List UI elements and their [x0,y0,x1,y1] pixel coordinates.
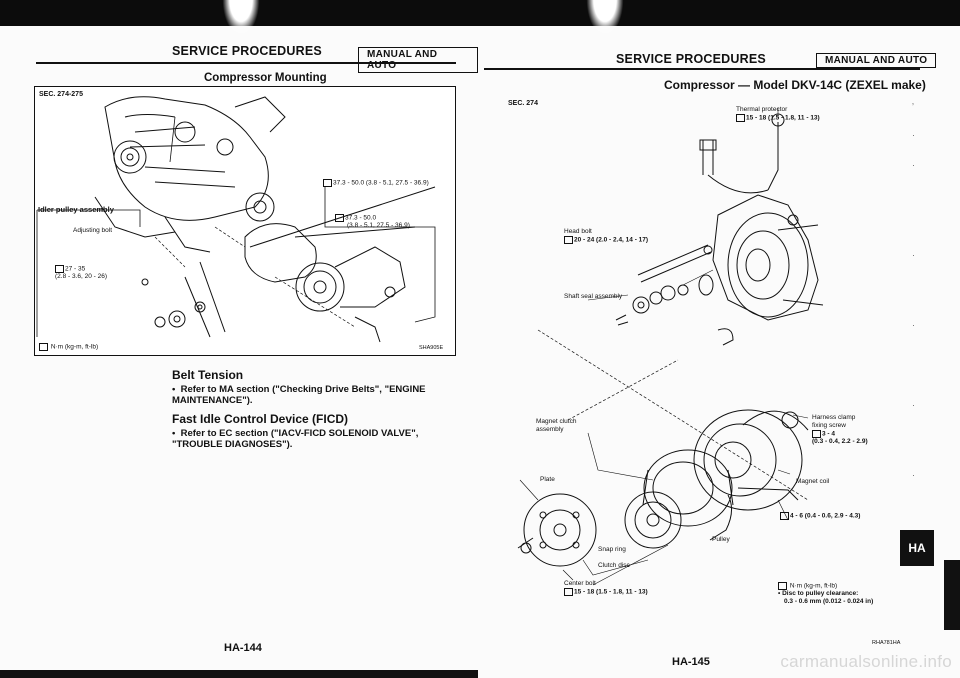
top-hole-left [220,0,262,40]
torque-icon [335,214,344,222]
torque-icon [39,343,48,351]
clearance-label: • Disc to pulley clearance: [778,590,859,597]
harness-torque-values: (0.3 - 0.4, 2.2 - 2.9) [812,438,868,445]
thermal-protector-label: Thermal protector [736,106,788,113]
harness-torque: 3 - 4 [812,430,835,439]
center-bolt-torque: 15 - 18 (1.5 - 1.8, 11 - 13) [564,588,648,597]
edge-mark: · [912,160,915,170]
torque-icon [564,236,573,244]
top-hole-right [584,0,626,40]
ha-section-tab: HA [900,530,934,566]
figure-code: SHA905E [419,345,444,351]
edge-mark: · [912,130,915,140]
unit-legend: N·m (kg-m, ft-lb) [39,343,98,352]
belt-tension-heading: Belt Tension [172,368,244,382]
center-bolt-label: Center bolt [564,580,596,587]
harness-clamp-label: Harness clamp [812,414,856,421]
right-header-rule [484,68,920,70]
left-header: SERVICE PROCEDURES [172,44,322,58]
edge-mark: ʼ [912,102,914,112]
right-figure-code: RHA781HA [872,640,901,646]
magnet-clutch-label-2: assembly [536,426,564,433]
left-section-badge: MANUAL AND AUTO [358,47,478,73]
torque-icon [323,179,332,187]
edge-mark: · [912,470,915,480]
head-bolt-torque: 20 - 24 (2.0 - 2.4, 14 - 17) [564,236,648,245]
torque-lower-bolt: 37.3 - 50.0 [335,214,376,223]
right-page-edge [944,560,960,630]
right-sec-label: SEC. 274 [508,100,538,107]
harness-screw-label: fixing screw [812,422,846,429]
thermal-torque: 15 - 18 (1.5 - 1.8, 11 - 13) [736,114,820,123]
clutch-disc-label: Clutch disc [598,562,630,569]
top-binding-edge [0,0,960,26]
torque-icon [55,265,64,273]
left-page-number: HA-144 [224,642,262,654]
left-bottom-edge [0,670,478,678]
snap-ring-label: Snap ring [598,546,626,553]
torque-icon [812,430,821,438]
right-page-number: HA-145 [672,656,710,668]
figure-sec-label: SEC. 274-275 [39,91,83,98]
adjusting-bolt-label: Adjusting bolt [73,227,113,234]
ficd-text: • Refer to EC section ("IACV-FICD SOLENO… [172,428,419,450]
magnet-coil-label: Magnet coil [796,478,830,485]
watermark: carmanualsonline.info [780,652,952,671]
torque-idler: 27 - 35 [55,265,85,274]
torque-icon [736,114,745,122]
belt-tension-text: • Refer to MA section ("Checking Drive B… [172,384,426,406]
torque-icon [780,512,789,520]
left-page: SERVICE PROCEDURES MANUAL AND AUTO Compr… [0,0,478,678]
torque-upper-bolt: 37.3 - 50.0 (3.8 - 5.1, 27.5 - 36.9) [323,179,429,188]
compressor-mounting-drawing [36,96,436,343]
magnet-clutch-label: Magnet clutch [536,418,577,425]
compressor-exploded-drawing [517,108,824,586]
plate-label: Plate [540,476,555,483]
compressor-mounting-figure: SEC. 274-275 [34,86,456,356]
torque-icon [564,588,573,596]
head-bolt-label: Head bolt [564,228,592,235]
left-header-rule [36,62,456,64]
torque-idler-values: (2.8 - 3.6, 20 - 26) [55,273,108,280]
right-section-badge: MANUAL AND AUTO [816,53,937,68]
torque-lower-bolt-values: (3.8 - 5.1, 27.5 - 36.9) [347,222,410,229]
right-unit-legend: N·m (kg-m, ft-lb) [778,582,837,591]
right-page-title: Compressor — Model DKV-14C (ZEXEL make) [664,78,926,92]
idler-pulley-label: Idler pulley assembly [38,205,114,214]
clearance-value: 0.3 - 0.6 mm (0.012 - 0.024 in) [784,598,874,605]
edge-mark: · [912,250,915,260]
shaft-seal-label: Shaft seal assembly [564,293,623,300]
coil-torque: 4 - 6 (0.4 - 0.6, 2.9 - 4.3) [780,512,860,521]
left-page-title: Compressor Mounting [204,72,327,84]
edge-mark: · [912,400,915,410]
torque-icon [778,582,787,590]
right-page: SERVICE PROCEDURES MANUAL AND AUTO Compr… [478,0,960,678]
ficd-heading: Fast Idle Control Device (FICD) [172,412,349,426]
right-header: SERVICE PROCEDURES [616,52,766,66]
pulley-label: Pulley [712,536,730,543]
edge-mark: · [912,320,915,330]
